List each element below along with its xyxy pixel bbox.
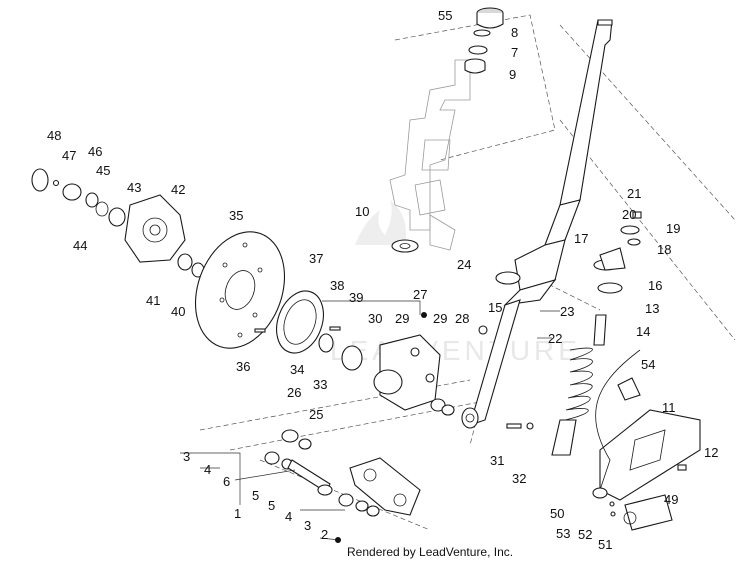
callout-11: 11 [662,400,676,415]
callout-51: 51 [598,537,612,552]
callout-53: 53 [556,526,570,541]
watermark-text: LEADVENTURE [330,335,581,366]
callout-55: 55 [438,8,452,23]
brake-disc [194,231,286,349]
callout-12: 12 [704,445,718,460]
callout-3: 3 [183,449,190,464]
callout-38: 38 [330,278,344,293]
callout-8: 8 [511,25,518,40]
callout-7: 7 [511,45,518,60]
axle-parts [264,429,421,517]
callout-30: 30 [368,311,382,326]
fork-leg [461,19,613,429]
callout-2: 2 [321,527,328,542]
callout-29: 29 [395,311,409,326]
callout-52: 52 [578,527,592,542]
leader-lines [180,300,560,543]
callout-46: 46 [88,144,102,159]
callout-23: 23 [560,304,574,319]
callout-44: 44 [73,238,87,253]
callout-43: 43 [127,180,141,195]
callout-15: 13 [645,301,659,316]
brake-caliper [341,334,455,416]
callout-5: 5 [252,488,259,503]
callout-5: 5 [268,498,275,513]
callout-45: 45 [96,163,110,178]
callout-35: 35 [229,208,243,223]
tone-wheel [276,290,341,354]
callout-40: 40 [171,304,185,319]
callout-9: 9 [509,67,516,82]
callout-10: 10 [355,204,369,219]
callout-27: 27 [413,287,427,302]
headset-parts [391,7,504,253]
callout-18: 18 [657,242,671,257]
callout-24: 24 [457,257,471,272]
callout-42: 42 [171,182,185,197]
steering-column [389,59,471,251]
callout-6: 6 [223,474,230,489]
credit-text: Rendered by LeadVenture, Inc. [347,545,513,559]
callout-25: 25 [309,407,323,422]
fender [599,377,701,501]
callout-49: 49 [664,492,678,507]
callout-39: 39 [349,290,363,305]
callout-29: 29 [433,311,447,326]
callout-41: 41 [146,293,160,308]
callout-34: 34 [290,362,304,377]
callout-28: 28 [455,311,469,326]
callout-36: 36 [236,359,250,374]
callout-48: 48 [47,128,61,143]
callout-31: 31 [490,453,504,468]
callout-47: 47 [62,148,76,163]
callout-labels: 55 8 7 9 10 21 20 19 17 18 24 16 15 13 2… [47,8,718,552]
hub-parts [31,168,205,278]
callout-4: 4 [204,462,211,477]
shock-absorber [551,211,642,456]
callout-20: 20 [622,207,636,222]
callout-32: 32 [512,471,526,486]
callout-1: 1 [234,506,241,521]
callout-3: 3 [304,518,311,533]
callout-14: 14 [636,324,650,339]
callout-33: 33 [313,377,327,392]
callout-50: 50 [550,506,564,521]
sensor-cable [506,349,673,531]
callout-13: 15 [488,300,502,315]
watermark: LEADVENTURE [330,200,581,366]
callout-17: 17 [574,231,588,246]
callout-19: 19 [666,221,680,236]
callout-26: 26 [287,385,301,400]
callout-22: 22 [548,331,562,346]
callout-37: 37 [309,251,323,266]
callout-16: 16 [648,278,662,293]
callout-21: 21 [627,186,641,201]
callout-54: 54 [641,357,655,372]
callout-4: 4 [285,509,292,524]
